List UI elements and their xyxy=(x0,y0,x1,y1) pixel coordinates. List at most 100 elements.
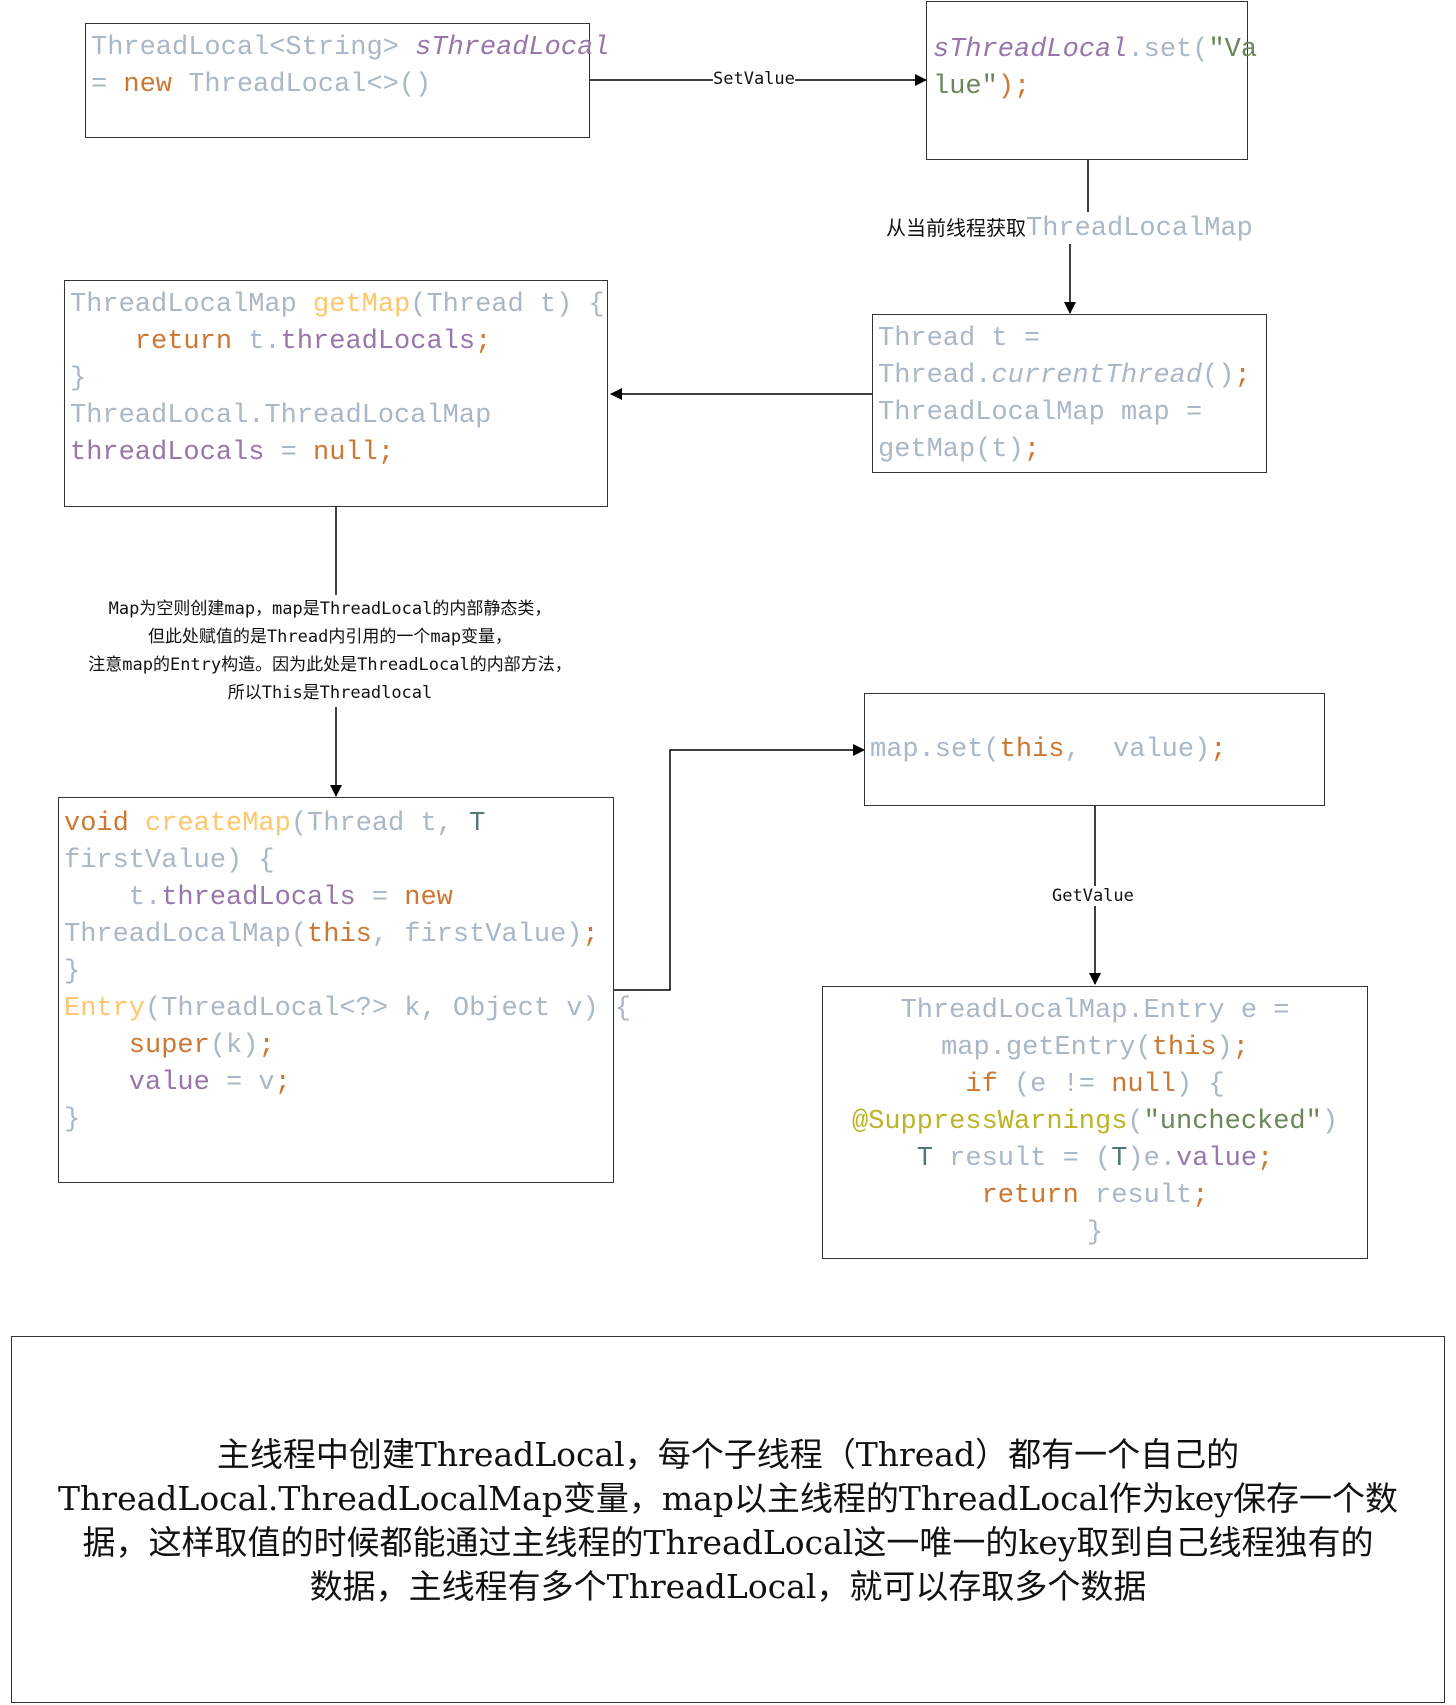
code-token: if xyxy=(965,1070,1014,1100)
code-token: = xyxy=(355,883,405,913)
code-line: return t.threadLocals; xyxy=(70,324,605,361)
summary-line-3: 据，这样取值的时候都能通过主线程的ThreadLocal这一唯一的key取到自己… xyxy=(82,1523,1374,1562)
code-token: (ThreadLocal<?> k, Object v) { xyxy=(145,994,632,1024)
code-token: ThreadLocal.ThreadLocalMap xyxy=(70,401,492,431)
code-line: map.set(this, value); xyxy=(870,732,1226,769)
code-token: ; xyxy=(258,1031,275,1061)
code-token: ThreadLocalMap.Entry e = xyxy=(900,996,1290,1026)
code-token: )e. xyxy=(1127,1144,1177,1174)
code-token: return xyxy=(981,1181,1095,1211)
code-token: } xyxy=(70,364,87,394)
get-map-code: ThreadLocalMap getMap(Thread t) { return… xyxy=(70,287,605,472)
code-token: getMap(t) xyxy=(878,435,1024,465)
code-line: if (e != null) { xyxy=(823,1067,1367,1104)
code-token: = v xyxy=(209,1068,275,1098)
code-line: ThreadLocalMap(this, firstValue); xyxy=(64,917,631,954)
code-token: currentThread xyxy=(991,361,1203,391)
code-token: ) xyxy=(1321,1107,1339,1137)
code-line: } xyxy=(64,954,631,991)
code-token: map.set( xyxy=(870,735,1000,765)
code-token: sThreadLocal xyxy=(415,33,610,63)
code-token: Thread. xyxy=(878,361,992,391)
code-token: value xyxy=(1176,1144,1258,1174)
code-token: ; xyxy=(582,920,599,950)
map-set-code: map.set(this, value); xyxy=(870,732,1226,769)
code-line: lue"); xyxy=(933,69,1257,106)
get-thread-map-prefix: 从当前线程获取 xyxy=(886,216,1026,240)
code-token: threadLocals xyxy=(280,327,476,357)
code-line: t.threadLocals = new xyxy=(64,880,631,917)
code-token: Entry xyxy=(64,994,146,1024)
code-token: T xyxy=(916,1144,950,1174)
code-line: return result; xyxy=(823,1178,1367,1215)
code-token: this xyxy=(307,920,372,950)
map-set-box: map.set(this, value); xyxy=(864,693,1325,806)
getvalue-label: GetValue xyxy=(1052,886,1134,906)
code-token: sThreadLocal xyxy=(933,35,1128,65)
code-line: Thread.currentThread(); xyxy=(878,358,1251,395)
code-line: map.getEntry(this); xyxy=(823,1030,1367,1067)
code-token: } xyxy=(64,957,81,987)
code-token: } xyxy=(64,1105,81,1135)
code-token: t. xyxy=(248,327,281,357)
code-line: Thread t = xyxy=(878,321,1251,358)
code-token: map.getEntry( xyxy=(941,1033,1152,1063)
code-token: threadLocals xyxy=(70,438,265,468)
code-token: ) { xyxy=(1176,1070,1225,1100)
setvalue-label: SetValue xyxy=(713,69,795,89)
code-line: ThreadLocal.ThreadLocalMap xyxy=(70,398,605,435)
code-line: ThreadLocalMap map = xyxy=(878,395,1251,432)
code-token: = xyxy=(264,438,314,468)
code-line: T result = (T)e.value; xyxy=(823,1141,1367,1178)
create-note-line-3: 注意map的Entry构造。因为此处是ThreadLocal的内部方法， xyxy=(88,651,572,679)
code-token: ; xyxy=(274,1068,291,1098)
code-token: Thread t = xyxy=(878,324,1041,354)
code-token: } xyxy=(1086,1218,1104,1248)
code-line: void createMap(Thread t, T xyxy=(64,806,631,843)
code-token: ThreadLocal<>() xyxy=(188,70,432,100)
create-note-line-1: Map为空则创建map，map是ThreadLocal的内部静态类， xyxy=(108,595,552,623)
code-token: , firstValue) xyxy=(371,920,583,950)
code-token: ThreadLocalMap xyxy=(70,290,314,320)
current-thread-box: Thread t = Thread.currentThread();ThreadL… xyxy=(872,314,1267,473)
summary-line-4: 数据，主线程有多个ThreadLocal，就可以存取多个数据 xyxy=(309,1567,1147,1606)
code-token: ; xyxy=(1232,1033,1249,1063)
to-mapset-arrow xyxy=(614,744,865,991)
summary-line-1: 主线程中创建ThreadLocal，每个子线程（Thread）都有一个自己的 xyxy=(216,1435,1240,1474)
code-token: super xyxy=(64,1031,210,1061)
code-token: result = ( xyxy=(949,1144,1112,1174)
code-token: this xyxy=(999,735,1065,765)
code-token: = xyxy=(91,70,124,100)
code-line: threadLocals = null; xyxy=(70,435,605,472)
code-token: "Va xyxy=(1208,35,1258,65)
code-token: ; xyxy=(1210,735,1227,765)
summary-line-2: ThreadLocal.ThreadLocalMap变量，map以主线程的Thr… xyxy=(58,1479,1398,1518)
code-line: ThreadLocal<String> sThreadLocal xyxy=(91,30,610,67)
create-note-line-4: 所以This是Threadlocal xyxy=(227,679,433,707)
code-token: getMap xyxy=(313,290,411,320)
code-token: ; xyxy=(1257,1144,1274,1174)
get-thread-map-label: 从当前线程获取ThreadLocalMap xyxy=(886,212,1253,244)
code-token: ; xyxy=(1192,1181,1209,1211)
code-token: void xyxy=(64,809,146,839)
code-line: value = v; xyxy=(64,1065,631,1102)
current-thread-code: Thread t = Thread.currentThread();ThreadL… xyxy=(878,321,1251,469)
code-token: ; xyxy=(475,327,492,357)
declare-threadlocal-box: ThreadLocal<String> sThreadLocal= new Th… xyxy=(85,23,610,138)
create-map-note: Map为空则创建map，map是ThreadLocal的内部静态类， 但此处赋值… xyxy=(40,595,620,707)
code-token: null; xyxy=(313,438,395,468)
code-line: @SuppressWarnings("unchecked") xyxy=(823,1104,1367,1141)
get-entry-box: ThreadLocalMap.Entry e = map.getEntry(thi… xyxy=(822,986,1368,1259)
code-token: new xyxy=(123,70,189,100)
code-token: this xyxy=(1151,1033,1217,1063)
code-line: = new ThreadLocal<>() xyxy=(91,67,610,104)
code-token: ThreadLocalMap map = xyxy=(878,398,1203,428)
code-token: ; xyxy=(1023,435,1041,465)
summary-box: 主线程中创建ThreadLocal，每个子线程（Thread）都有一个自己的 T… xyxy=(11,1336,1445,1703)
code-token: ThreadLocalMap( xyxy=(64,920,308,950)
code-token: T xyxy=(1111,1144,1128,1174)
code-token: t. xyxy=(64,883,162,913)
